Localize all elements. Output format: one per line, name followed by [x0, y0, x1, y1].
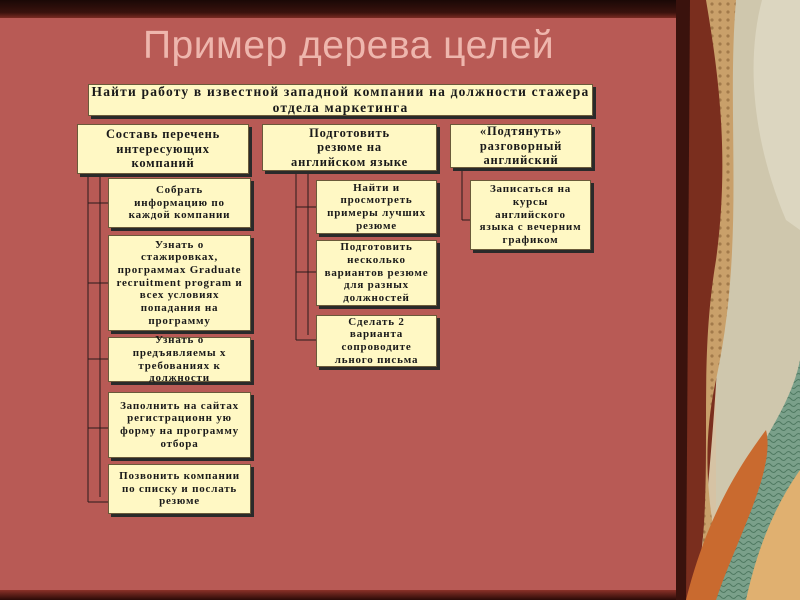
subgoal-1-4: Заполнить на сайтах регистрационн ую фор… — [108, 392, 251, 458]
subgoal-1-3: Узнать о предъявляемы х требованиях к до… — [108, 337, 251, 382]
subgoal-1-1: Собрать информацию по каждой компании — [108, 178, 251, 228]
subgoal-2-3: Сделать 2 варианта сопроводите льного пи… — [316, 315, 437, 367]
branch-3-goal: «Подтянуть» разговорный английский — [450, 124, 592, 168]
subgoal-1-5: Позвонить компании по списку и послать р… — [108, 464, 251, 514]
branch-1-goal: Составь перечень интересующих компаний — [77, 124, 249, 174]
subgoal-3-1: Записаться на курсы английского языка с … — [470, 180, 591, 250]
subgoal-2-1: Найти и просмотреть примеры лучших резюм… — [316, 180, 437, 234]
branch-2-goal: Подготовить резюме на английском языке — [262, 124, 437, 171]
subgoal-2-2: Подготовить несколько вариантов резюме д… — [316, 240, 437, 306]
subgoal-1-2: Узнать о стажировках, программах Graduat… — [108, 235, 251, 331]
root-goal: Найти работу в известной западной компан… — [88, 84, 593, 116]
